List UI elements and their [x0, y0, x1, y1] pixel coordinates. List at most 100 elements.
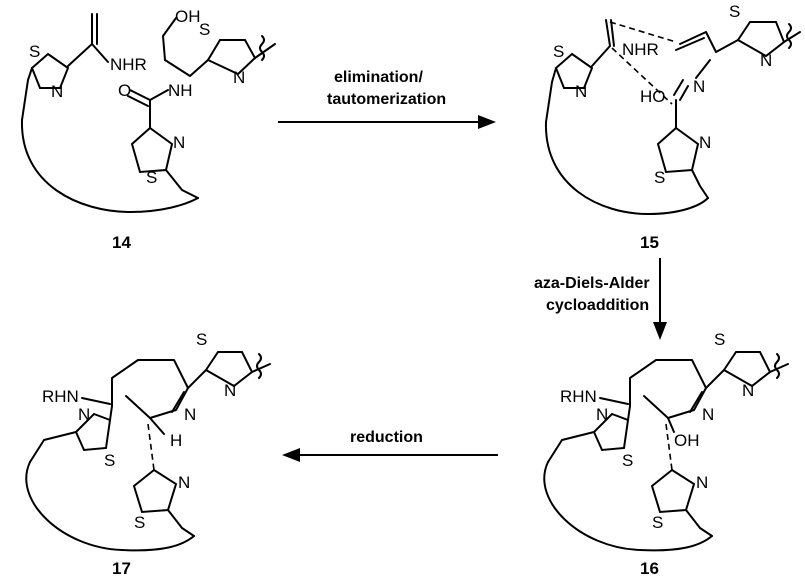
bond	[187, 369, 207, 389]
thiazole-ring	[592, 412, 630, 452]
atom-n: N	[693, 77, 705, 96]
atom-s: S	[199, 20, 210, 39]
thiazole-ring	[204, 351, 254, 388]
atom-n: N	[702, 405, 714, 424]
compound-label: 17	[112, 559, 131, 578]
bond	[705, 369, 725, 389]
macrocycle-link	[29, 431, 77, 463]
bond	[162, 17, 177, 61]
atom-s: S	[553, 42, 564, 61]
bond	[599, 397, 629, 405]
atom-n: N	[696, 473, 708, 492]
atom-oh: OH	[674, 431, 700, 450]
thiazole-ring	[206, 39, 257, 76]
atom-n: N	[233, 68, 245, 87]
atom-s: S	[134, 513, 145, 532]
thiazole-ring	[736, 21, 786, 58]
thiazole-ring	[554, 52, 594, 89]
atom-s: S	[654, 168, 665, 187]
macrocycle-arc	[544, 121, 709, 215]
atom-s: S	[146, 168, 157, 187]
bond	[149, 89, 169, 129]
bond	[127, 89, 151, 107]
hashed-bond	[147, 423, 155, 471]
thiazole-ring	[132, 468, 178, 514]
thiazole-ring	[722, 351, 772, 388]
compound-label: 15	[640, 233, 659, 252]
atom-s: S	[622, 451, 633, 470]
wavy-bond	[256, 353, 262, 379]
wavy-bond	[774, 353, 780, 379]
bond	[81, 397, 111, 405]
dashed-bond	[609, 21, 677, 43]
arrow-head	[282, 448, 300, 462]
condition-text: reduction	[350, 429, 423, 446]
bond	[171, 391, 185, 413]
bond	[673, 79, 689, 101]
macrocycle-arc	[543, 461, 713, 552]
condition-text: elimination/	[334, 69, 423, 86]
compound-17: N RHN H S N N S N S 17	[25, 330, 271, 578]
bond	[111, 359, 189, 419]
dashed-bond	[611, 47, 673, 105]
compound-15: S N NHR N HO S N N S 15	[544, 2, 801, 252]
bond	[629, 359, 707, 419]
bond	[689, 391, 703, 413]
thiazole-ring	[130, 126, 174, 174]
condition-text: aza-Diels-Alder	[534, 275, 650, 292]
atom-s: S	[104, 451, 115, 470]
bond	[91, 43, 109, 63]
atom-s: S	[29, 42, 40, 61]
macrocycle-arc	[25, 461, 195, 552]
bond	[627, 405, 631, 421]
atom-nh: NH	[168, 81, 193, 100]
bond	[164, 59, 209, 77]
atom-rhn: RHN	[42, 387, 79, 406]
hashed-bond	[665, 423, 673, 471]
bond	[67, 13, 98, 67]
macrocycle-arc	[20, 119, 199, 213]
atom-rhn: RHN	[560, 387, 597, 406]
atom-ho: HO	[640, 87, 666, 106]
atom-s: S	[729, 2, 740, 21]
thiazole-ring	[74, 412, 112, 452]
atom-n: N	[699, 133, 711, 152]
atom-n: N	[224, 381, 236, 400]
bond	[715, 39, 739, 53]
condition-text: tautomerization	[327, 91, 446, 108]
wavy-bond	[786, 23, 792, 49]
bond	[695, 59, 711, 79]
bond	[667, 417, 675, 433]
bond	[675, 31, 717, 53]
bond	[783, 31, 801, 43]
atom-n: N	[173, 133, 185, 152]
bond	[685, 509, 713, 537]
bond	[591, 19, 615, 67]
atom-s: S	[652, 513, 663, 532]
bond	[691, 169, 709, 199]
compound-14: S N NHR OH NH O S N N S 14	[20, 7, 276, 252]
thiazole-ring	[656, 126, 700, 174]
compound-label: 16	[640, 559, 659, 578]
arrow-step-3: reduction	[282, 429, 498, 462]
bond	[149, 417, 165, 435]
atom-oh: OH	[175, 7, 201, 26]
wavy-bond	[259, 35, 265, 61]
atom-n: N	[742, 381, 754, 400]
arrow-step-2: aza-Diels-Alder cycloaddition	[534, 258, 667, 340]
atom-n: N	[575, 82, 587, 101]
bond	[251, 363, 271, 373]
macrocycle-link	[545, 67, 557, 123]
macrocycle-link	[547, 431, 595, 463]
atom-n: N	[178, 473, 190, 492]
bond	[254, 43, 276, 59]
atom-h: H	[170, 431, 182, 450]
thiazole-ring	[650, 468, 696, 514]
thiazole-ring	[30, 52, 70, 89]
atom-n: N	[184, 405, 196, 424]
bond	[165, 169, 199, 199]
bond	[167, 509, 195, 537]
bond	[769, 363, 789, 373]
atom-nhr: NHR	[110, 55, 147, 74]
